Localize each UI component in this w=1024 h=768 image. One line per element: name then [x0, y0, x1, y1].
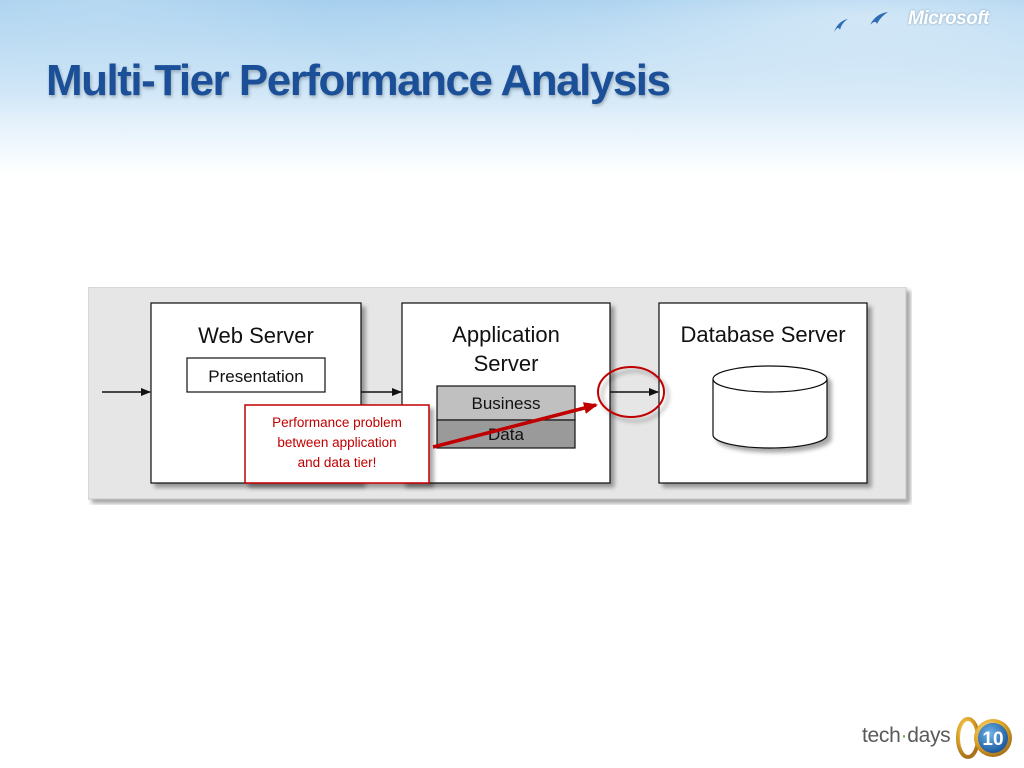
- slide-title: Multi-Tier Performance Analysis: [46, 56, 671, 105]
- business-label: Business: [472, 394, 541, 413]
- techdays-logo-text: tech·days: [862, 724, 951, 747]
- presentation-layer: [186, 357, 326, 393]
- business-layer: [436, 385, 576, 421]
- windows-birds-icon: [834, 12, 888, 32]
- db-server-title: Database Server: [680, 322, 845, 347]
- callout-line-2: between application: [277, 435, 396, 450]
- problem-highlight-circle: [597, 366, 665, 418]
- data-layer: [436, 419, 576, 449]
- presentation-label: Presentation: [208, 367, 303, 386]
- app-server-title-line1: Application: [452, 322, 560, 347]
- badge-number: 10: [982, 729, 1003, 750]
- app-server-title-line2: Server: [474, 351, 539, 376]
- multi-tier-diagram: Web Server Presentation Application Serv…: [88, 287, 907, 500]
- callout-line-1: Performance problem: [272, 415, 402, 430]
- callout-line-3: and data tier!: [298, 455, 377, 470]
- header-background: [0, 0, 1024, 175]
- database-server-box: Database Server: [658, 302, 868, 484]
- application-server-box: Application Server Business Data: [401, 302, 611, 484]
- performance-callout: Performance problem between application …: [244, 404, 430, 484]
- database-cylinder-icon: [712, 365, 828, 449]
- techdays-10-badge-icon: 10: [956, 717, 1012, 759]
- callout-pointer-arrow: [432, 402, 598, 449]
- web-server-title: Web Server: [198, 323, 314, 348]
- microsoft-logo: Microsoft: [908, 8, 990, 29]
